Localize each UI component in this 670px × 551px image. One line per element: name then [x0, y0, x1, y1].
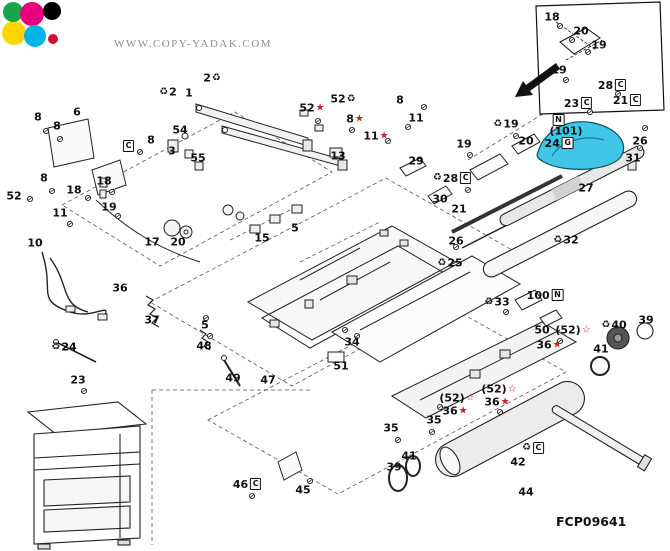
screw-icon [556, 22, 564, 30]
screw-icon [66, 220, 74, 228]
screw-icon [314, 117, 322, 125]
screw-icon [614, 90, 622, 98]
screw-icon [48, 187, 56, 195]
screw-icon [420, 103, 428, 111]
mid-frame [331, 255, 522, 363]
center-frame [246, 225, 458, 349]
rod-24 [53, 339, 97, 363]
screw-icon [584, 48, 592, 56]
gears [163, 204, 245, 239]
top-rails [195, 103, 348, 171]
fuser-highlight-part [536, 121, 625, 170]
screw-icon [496, 408, 504, 416]
screw-icon [202, 314, 210, 322]
screw-icon [512, 132, 520, 140]
screw-icon [348, 126, 356, 134]
inset-arrow [515, 63, 560, 97]
screw-icon [114, 212, 122, 220]
figure-code: FCP09641 [556, 514, 627, 529]
copier-illustration [26, 401, 148, 550]
screw-icon [341, 326, 349, 334]
screw-icon [108, 188, 116, 196]
screw-icon [26, 195, 34, 203]
screw-icon [248, 492, 256, 500]
small-parts [99, 109, 345, 481]
watermark-text: WWW.COPY-YADAK.COM [114, 38, 272, 50]
screw-icon [384, 137, 392, 145]
screw-icon [562, 76, 570, 84]
screw-icon [353, 332, 361, 340]
left-bracket-assembly [47, 118, 127, 196]
screw-icon [404, 123, 412, 131]
screw-icon [636, 144, 644, 152]
screw-icon [436, 403, 444, 411]
screw-icon [136, 148, 144, 156]
screw-icon [394, 436, 402, 444]
screw-icon [464, 186, 472, 194]
screw-icon [84, 194, 92, 202]
screw-icon [428, 428, 436, 436]
screw-icon [568, 36, 576, 44]
screw-icon [80, 387, 88, 395]
screw-icon [502, 308, 510, 316]
screw-icon [556, 337, 564, 345]
harness-wires [41, 199, 201, 321]
brand-logo [2, 2, 61, 47]
screw-icon [56, 135, 64, 143]
screw-icon [452, 243, 460, 251]
screw-icon [206, 332, 214, 340]
screw-icon [466, 151, 474, 159]
screws-group [26, 22, 649, 500]
screw-icon [641, 124, 649, 132]
upper-right-brackets [399, 133, 637, 249]
inset-detail-box [515, 1, 665, 115]
screw-icon [586, 108, 594, 116]
screw-icon [306, 477, 314, 485]
screw-icon [42, 127, 50, 135]
spring-37 [145, 295, 160, 328]
rollers [388, 145, 654, 492]
right-chassis [390, 289, 578, 419]
